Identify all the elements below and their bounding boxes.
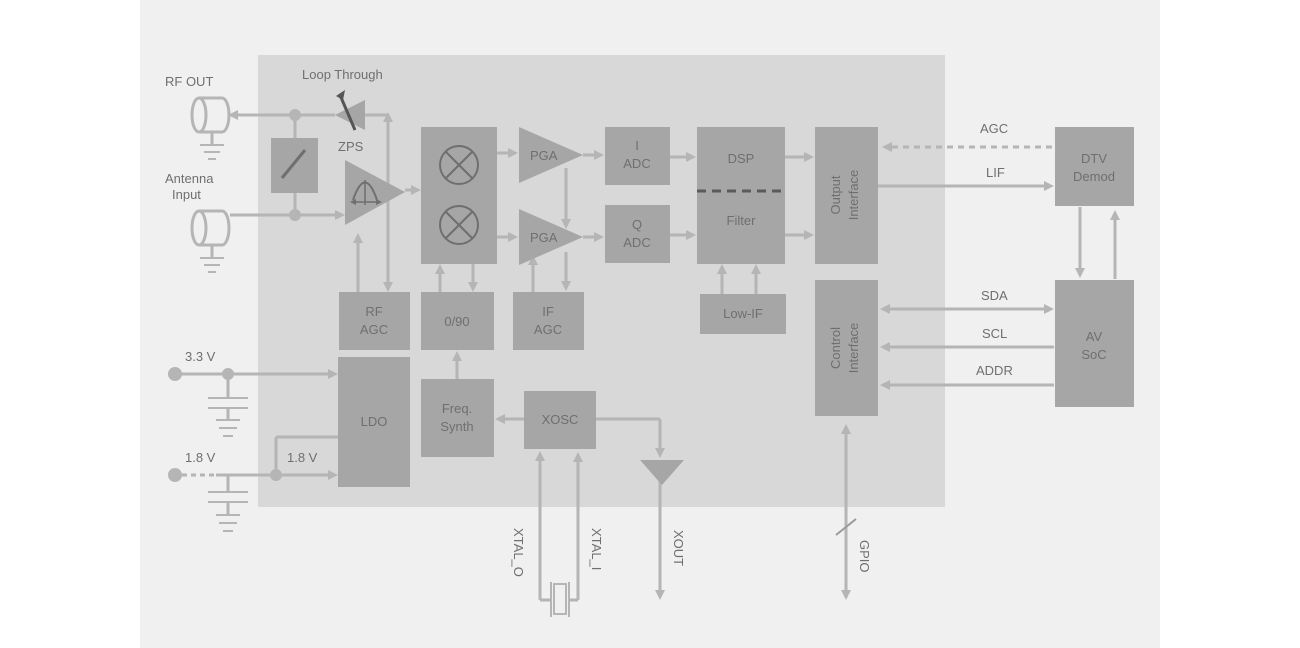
- zps-label: ZPS: [338, 139, 364, 154]
- mixer-q-icon: [439, 205, 479, 245]
- xosc-block: [524, 391, 596, 449]
- output-interface-label-2: Interface: [846, 170, 861, 221]
- output-interface-block: [815, 127, 878, 264]
- control-interface-label-2: Interface: [846, 323, 861, 374]
- xtal-i-label: XTAL_I: [589, 528, 604, 570]
- dsp-label: DSP: [728, 151, 755, 166]
- rf-agc-label-1: RF: [365, 304, 382, 319]
- switch-icon: [280, 149, 307, 179]
- q-adc-label-1: Q: [632, 217, 642, 232]
- av-soc-label-1: AV: [1086, 329, 1103, 344]
- phase-shift-block: [421, 292, 494, 350]
- q-adc-label-2: ADC: [623, 235, 650, 250]
- if-agc-label-1: IF: [542, 304, 554, 319]
- gpio-label: GPIO: [857, 540, 872, 573]
- rf-agc-label-2: AGC: [360, 322, 388, 337]
- low-if-block: [700, 294, 786, 334]
- xout-buffer-icon: [640, 460, 684, 485]
- loop-through-switch-block: [271, 138, 318, 193]
- addr-signal-label: ADDR: [976, 363, 1013, 378]
- dtv-demod-block: [1055, 127, 1134, 206]
- pga1-amplifier: [519, 127, 583, 183]
- filter-curve-icon: [350, 180, 382, 205]
- av-soc-label-2: SoC: [1081, 347, 1106, 362]
- control-interface-block: [815, 280, 878, 416]
- rf-out-connector-icon: [190, 96, 231, 160]
- v33-label: 3.3 V: [185, 349, 216, 364]
- antenna-input-label-2: Input: [172, 187, 201, 202]
- control-interface-label-1: Control: [828, 327, 843, 369]
- rf-out-label: RF OUT: [165, 74, 213, 89]
- dsp-filter-block: [697, 127, 785, 264]
- loop-through-label: Loop Through: [302, 67, 383, 82]
- antenna-input-connector-icon: [190, 209, 231, 273]
- i-adc-label-1: I: [635, 138, 639, 153]
- xosc-label: XOSC: [542, 412, 579, 427]
- i-adc-label-2: ADC: [623, 156, 650, 171]
- mixer-block: [421, 127, 497, 264]
- xtal-o-label: XTAL_O: [511, 528, 526, 577]
- freq-synth-block: [421, 379, 494, 457]
- scl-signal-label: SCL: [982, 326, 1007, 341]
- if-agc-block: [513, 292, 584, 350]
- q-adc-block: [605, 205, 670, 263]
- xout-label: XOUT: [671, 530, 686, 566]
- agc-signal-label: AGC: [980, 121, 1008, 136]
- wires: [168, 109, 1120, 617]
- ldo-label: LDO: [361, 414, 388, 429]
- v18-inner-label: 1.8 V: [287, 450, 318, 465]
- av-soc-block: [1055, 280, 1134, 407]
- output-interface-label-1: Output: [828, 175, 843, 214]
- pga2-amplifier: [519, 209, 583, 265]
- filter-label: Filter: [727, 213, 757, 228]
- dtv-demod-label-2: Demod: [1073, 169, 1115, 184]
- lif-signal-label: LIF: [986, 165, 1005, 180]
- low-if-label: Low-IF: [723, 306, 763, 321]
- mixer-i-icon: [439, 145, 479, 185]
- antenna-input-label-1: Antenna: [165, 171, 214, 186]
- freq-synth-label-2: Synth: [440, 419, 473, 434]
- sda-signal-label: SDA: [981, 288, 1008, 303]
- freq-synth-label-1: Freq.: [442, 401, 472, 416]
- rf-agc-block: [339, 292, 410, 350]
- v18-label: 1.8 V: [185, 450, 216, 465]
- pga2-label: PGA: [530, 230, 558, 245]
- i-adc-block: [605, 127, 670, 185]
- phase-shift-label: 0/90: [444, 314, 469, 329]
- if-agc-label-2: AGC: [534, 322, 562, 337]
- zps-adjust-icon: [338, 94, 357, 131]
- dtv-demod-label-1: DTV: [1081, 151, 1107, 166]
- pga1-label: PGA: [530, 148, 558, 163]
- ldo-block: [338, 357, 410, 487]
